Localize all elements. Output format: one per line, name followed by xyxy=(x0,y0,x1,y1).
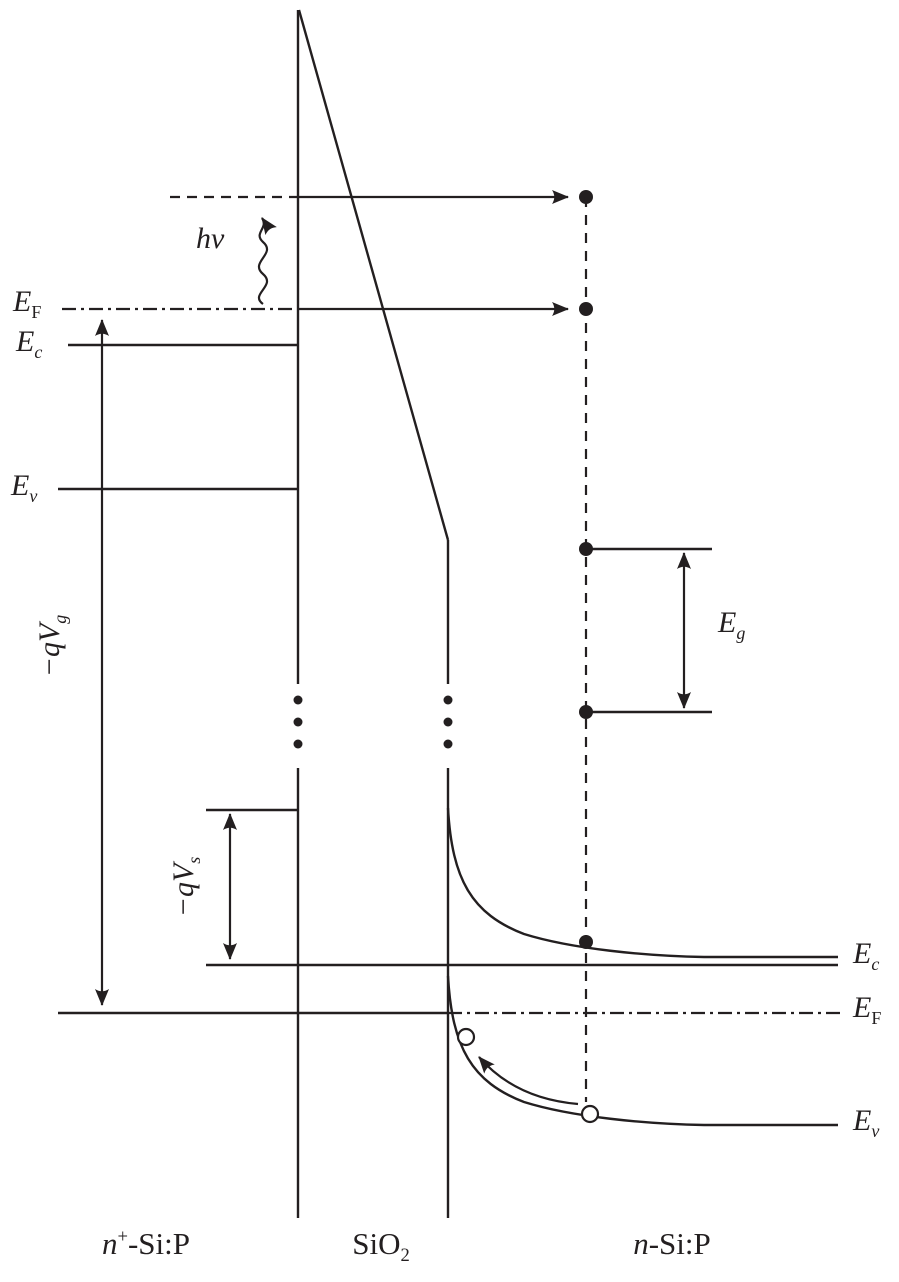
break-dot xyxy=(293,695,303,705)
gate-conduction-band-label: Ec xyxy=(16,325,43,362)
semiconductor-fermi-level-label: EF xyxy=(853,991,882,1028)
region-label-gate: n+-Si:P xyxy=(101,1226,191,1261)
hole-circle-lower xyxy=(580,1104,600,1124)
photon-energy-label: hν xyxy=(196,224,224,254)
hole-circle-upper xyxy=(456,1027,476,1047)
electron-dot xyxy=(579,935,593,949)
break-dot xyxy=(293,739,303,749)
gate-voltage-label: −qVg xyxy=(33,614,70,678)
surface-potential-label: −qVs xyxy=(167,856,204,918)
hole-transition-arrow xyxy=(478,1056,579,1106)
break-dot xyxy=(443,739,453,749)
bandgap-label: Eg xyxy=(718,606,746,643)
region-label-oxide: SiO2 xyxy=(352,1226,410,1267)
oxide-conduction-band-slope-line xyxy=(297,9,450,541)
photon-energy-text: hν xyxy=(196,222,225,255)
electron-dot xyxy=(579,705,593,719)
semiconductor-conduction-band-label: Ec xyxy=(853,937,880,974)
semiconductor-valence-band-label: Ev xyxy=(853,1104,880,1141)
conduction-band-bending-curve xyxy=(446,807,838,959)
gate-valence-band-label: Ev xyxy=(11,469,38,506)
break-dot xyxy=(443,717,453,727)
valence-band-bending-curve xyxy=(446,975,838,1127)
region-label-semiconductor: n-Si:P xyxy=(633,1226,711,1261)
break-dot xyxy=(443,695,453,705)
break-dot xyxy=(293,717,303,727)
photon-wavy-arrow xyxy=(257,217,277,305)
gate-fermi-level-label: EF xyxy=(13,285,42,322)
electron-dot xyxy=(579,542,593,556)
